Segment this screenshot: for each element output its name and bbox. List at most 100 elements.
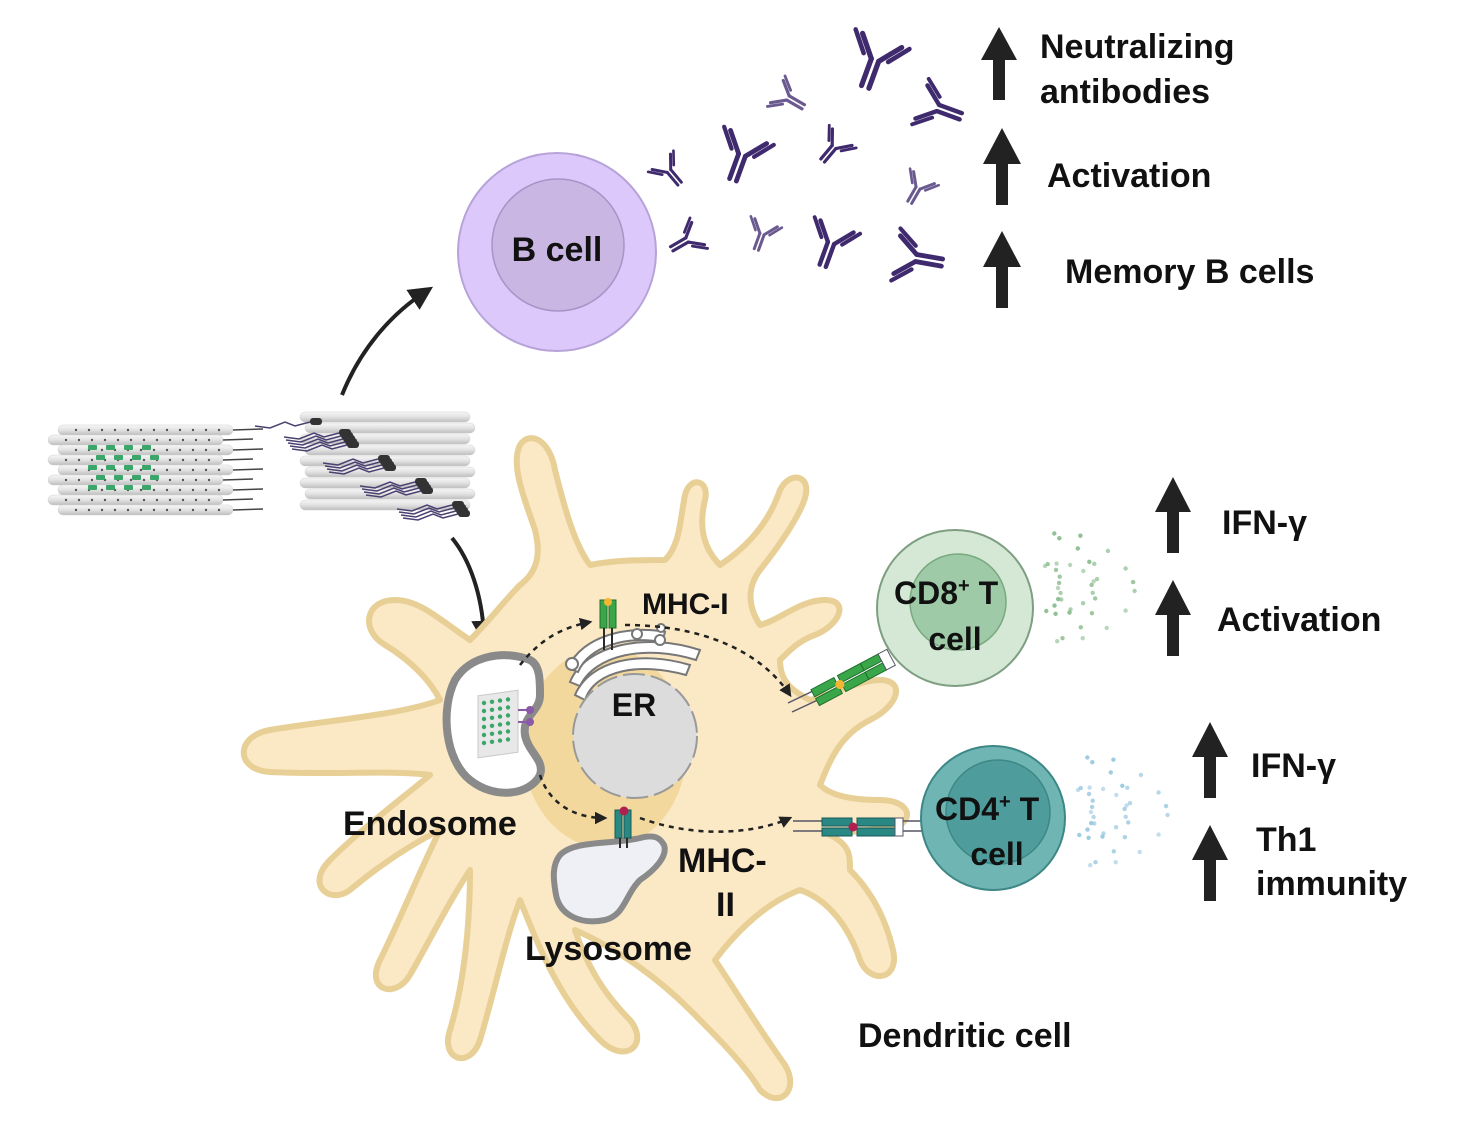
staple-dot xyxy=(139,508,143,512)
staple-dot xyxy=(217,448,221,452)
dna-strand xyxy=(324,461,381,469)
antigen-patch xyxy=(142,465,151,470)
dna-nanostructure xyxy=(47,411,476,521)
antibody-stem xyxy=(817,239,837,270)
staple-dot xyxy=(181,458,185,462)
ifn-gamma-dot xyxy=(1057,536,1062,541)
dna-strand xyxy=(400,510,457,518)
outcome-activation-cd8: Activation xyxy=(1155,580,1381,656)
dna-strand xyxy=(222,498,254,501)
antigen-dot xyxy=(505,729,511,734)
outcome-label: Memory B cells xyxy=(1065,253,1314,291)
ifn-gamma-dot xyxy=(1089,611,1095,616)
dna-strand xyxy=(402,513,459,521)
ifn-gamma-dot xyxy=(1156,832,1161,837)
staple-dot xyxy=(155,438,159,442)
ifn-gamma-dot xyxy=(1165,812,1170,818)
dna-strand xyxy=(398,507,455,515)
cd4-t-cell: CD4+ T cell xyxy=(793,745,1170,891)
dna-strand xyxy=(289,441,346,449)
outcome-label: antibodies xyxy=(1040,73,1210,111)
antibody-stem xyxy=(819,143,838,164)
dna-strand xyxy=(232,508,264,511)
antigen-patch xyxy=(142,445,151,450)
staple-dot xyxy=(77,458,81,462)
staple-dot xyxy=(217,488,221,492)
cpg-coil xyxy=(339,429,351,436)
mhc2-label-line2: II xyxy=(716,886,735,924)
antigen-patch xyxy=(96,475,105,480)
ifn-gamma-dot xyxy=(1108,770,1114,775)
antibody-arm xyxy=(913,83,942,121)
staple-dot xyxy=(77,498,81,502)
staple-dot xyxy=(139,468,143,472)
antibody-light-chain xyxy=(827,123,858,153)
staple-dot xyxy=(64,438,68,442)
antibody-stem xyxy=(752,231,766,252)
antibody-stem xyxy=(858,56,882,91)
staple-dot xyxy=(90,438,94,442)
staple-dot xyxy=(74,428,78,432)
antibody-arm xyxy=(753,217,779,237)
staple-dot xyxy=(207,478,211,482)
staple-dot xyxy=(100,508,104,512)
antibody-arm xyxy=(830,127,854,151)
antibody-stem xyxy=(906,185,922,205)
ifn-gamma-dot xyxy=(1055,639,1060,644)
antibody-arm xyxy=(650,152,673,174)
ifn-gamma-dot xyxy=(1124,803,1129,808)
ifn-gamma-dot xyxy=(1088,863,1093,868)
dna-strand xyxy=(287,438,344,446)
b-cell: B cell xyxy=(457,152,657,352)
dna-strand xyxy=(232,488,264,491)
staple-dot xyxy=(155,498,159,502)
antigen-dot xyxy=(497,730,503,735)
antigen-patch xyxy=(88,485,97,490)
staple-dot xyxy=(90,498,94,502)
trafficking-arrow-mhc1-to-surface xyxy=(624,623,792,698)
antibody-icon xyxy=(766,74,807,111)
staple-dot xyxy=(74,468,78,472)
b-cell-nucleus xyxy=(491,178,625,312)
outcome-label: Neutralizing xyxy=(1040,28,1235,66)
ifn-gamma-dot xyxy=(1081,568,1086,574)
antigen-dot xyxy=(505,737,511,742)
ifn-gamma-dot xyxy=(1052,531,1057,536)
staple-dot xyxy=(90,478,94,482)
antibody-arm xyxy=(891,233,920,276)
up-arrow-icon xyxy=(983,231,1021,308)
staple-dot xyxy=(207,458,211,462)
staple-dot xyxy=(139,488,143,492)
antibody-stem xyxy=(934,102,965,122)
antibody-arm xyxy=(768,78,791,105)
ifn-gamma-dot xyxy=(1078,533,1083,538)
staple-dot xyxy=(116,438,120,442)
ifn-gamma-dot xyxy=(1104,625,1109,631)
antigen-dot xyxy=(481,700,487,706)
antigen-dot xyxy=(505,713,511,718)
antigen-dot xyxy=(489,723,495,728)
dna-strand xyxy=(232,468,264,471)
outcome-label: IFN-γ xyxy=(1251,747,1336,785)
staple-dot xyxy=(194,478,198,482)
outcome-label: Th1 xyxy=(1256,821,1316,859)
ifn-gamma-dot xyxy=(1052,603,1057,608)
dna-helix-rod xyxy=(304,422,476,434)
dna-strand xyxy=(222,438,254,441)
antibody-light-chain xyxy=(908,167,940,192)
staple-dot xyxy=(87,428,91,432)
dna-strand xyxy=(365,490,422,498)
ifn-gamma-dot xyxy=(1087,559,1092,564)
staple-dot xyxy=(194,498,198,502)
staple-dot xyxy=(142,478,146,482)
up-arrow-icon xyxy=(981,27,1017,100)
nanostructure-left-block xyxy=(47,424,264,516)
ifn-gamma-dot xyxy=(1091,579,1096,584)
staple-dot xyxy=(204,508,208,512)
ifn-gamma-dot xyxy=(1056,596,1061,602)
ifn-gamma-dot xyxy=(1089,582,1094,588)
ifn-gamma-dot xyxy=(1111,757,1116,762)
ifn-gamma-dot xyxy=(1053,611,1058,616)
antigen-dot xyxy=(489,739,495,744)
ifn-gamma-dot xyxy=(1132,588,1137,594)
